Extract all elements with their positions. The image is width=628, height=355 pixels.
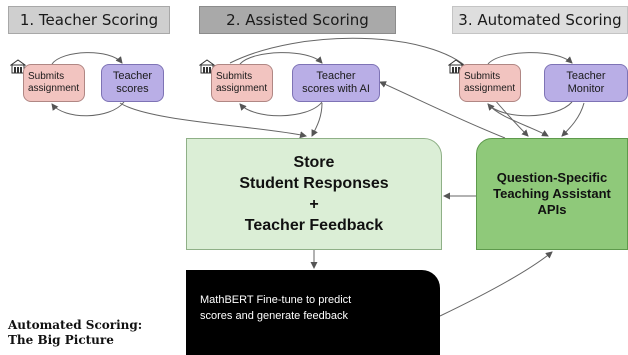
- mathbert-finetune-box: MathBERT Fine-tune to predict scores and…: [186, 270, 440, 355]
- arrow-p2-to-store: [311, 102, 323, 137]
- arrow-p1-to-store: [119, 102, 307, 139]
- submits-assignment-node: Submits assignment: [459, 64, 521, 102]
- teacher-scores-with-ai-node: Teacher scores with AI: [292, 64, 380, 102]
- arrow-p3-bottom: [487, 101, 573, 117]
- arrow-p2-bottom: [239, 101, 323, 117]
- arrow-model-to-apis: [439, 251, 553, 317]
- arrow-p1-top: [51, 52, 123, 65]
- teacher-scores-node: Teacher scores: [101, 64, 164, 102]
- teacher-monitor-node: Teacher Monitor: [544, 64, 628, 102]
- header-assisted-scoring: 2. Assisted Scoring: [199, 6, 396, 34]
- header-automated-scoring: 3. Automated Scoring: [452, 6, 628, 34]
- arrow-p3-top: [487, 52, 573, 65]
- arrow-p3-submits-to-apis: [487, 103, 549, 137]
- submits-assignment-node: Submits assignment: [23, 64, 85, 102]
- arrow-p2-top: [239, 52, 323, 65]
- submits-assignment-node: Submits assignment: [211, 64, 273, 102]
- arrow-p1-bottom: [51, 101, 125, 117]
- store-responses-feedback-box: Store Student Responses + Teacher Feedba…: [186, 138, 442, 250]
- arrow-p3-teacher-to-apis: [561, 102, 585, 137]
- diagram-caption: Automated Scoring: The Big Picture: [8, 318, 143, 347]
- question-specific-apis-box: Question-Specific Teaching Assistant API…: [476, 138, 628, 250]
- header-teacher-scoring: 1. Teacher Scoring: [8, 6, 170, 34]
